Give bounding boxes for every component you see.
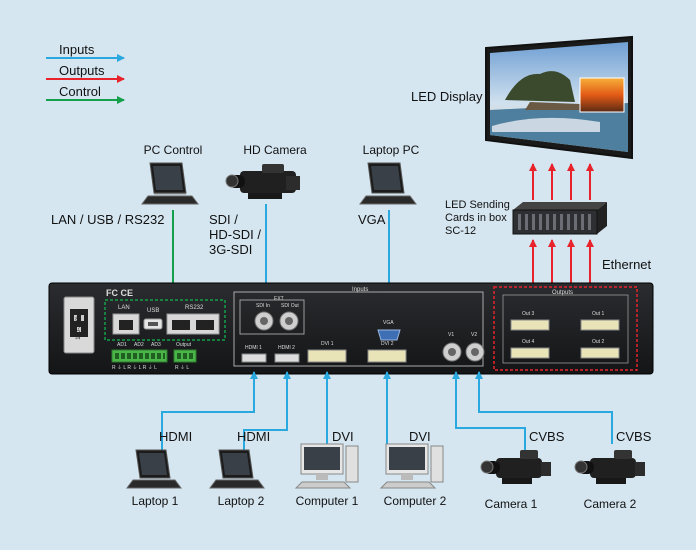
sdi-out-label: SDI Out bbox=[281, 303, 299, 309]
sdi-label-1: SDI / bbox=[209, 212, 238, 227]
hdmi2-connector bbox=[274, 353, 300, 363]
video-processor-panel bbox=[48, 282, 654, 375]
laptop1-icon bbox=[126, 449, 182, 489]
control-ports-box bbox=[104, 299, 226, 341]
legend-inputs-label: Inputs bbox=[59, 42, 95, 57]
laptop2-icon bbox=[209, 449, 265, 489]
laptop2-label: Laptop 2 bbox=[217, 494, 265, 508]
computer1-label: Computer 1 bbox=[295, 494, 359, 508]
vga-label: VGA bbox=[358, 212, 386, 227]
pc-control-label: PC Control bbox=[143, 143, 203, 157]
sdi-in-connector bbox=[254, 311, 274, 331]
ad2-label: AD2 bbox=[134, 342, 144, 348]
rs232-label: RS232 bbox=[185, 305, 204, 311]
camera2-icon bbox=[574, 450, 645, 484]
ethernet-label: Ethernet bbox=[602, 257, 652, 272]
out3-label: Out 3 bbox=[522, 311, 535, 317]
bottom-input-lines bbox=[161, 371, 613, 452]
hdmi1-label: HDMI 1 bbox=[245, 345, 262, 351]
camera1-connection-label: CVBS bbox=[529, 429, 565, 444]
camera2-connection-label: CVBS bbox=[616, 429, 652, 444]
inputs-box-title: Inputs bbox=[352, 287, 369, 293]
ext-label: EXT bbox=[274, 296, 284, 302]
pc-control-laptop-icon bbox=[141, 162, 199, 205]
legend-outputs-label: Outputs bbox=[59, 63, 105, 78]
out4-label: Out 4 bbox=[522, 339, 535, 345]
camera1-icon bbox=[480, 450, 551, 484]
sending-card-line-3: SC-12 bbox=[445, 225, 477, 237]
sdi-label-2: HD-SDI / bbox=[209, 227, 261, 242]
outputs-to-display-arrows bbox=[529, 163, 594, 200]
dvi1-label: DVI 1 bbox=[321, 341, 334, 347]
v2-connector bbox=[465, 342, 485, 362]
led-display bbox=[485, 35, 633, 160]
out1-label: Out 1 bbox=[592, 311, 605, 317]
vga-connector bbox=[377, 329, 401, 341]
v2-label: V2 bbox=[471, 332, 478, 338]
sdi-out-connector bbox=[279, 311, 299, 331]
v1-label: V1 bbox=[448, 332, 455, 338]
out4-connector bbox=[510, 347, 550, 359]
computer1-connection-label: DVI bbox=[332, 429, 354, 444]
legend bbox=[46, 54, 125, 104]
v1-connector bbox=[442, 342, 462, 362]
camera1-label: Camera 1 bbox=[484, 497, 538, 511]
outputs-box-title: Outputs bbox=[552, 290, 574, 296]
hd-camera-icon bbox=[225, 164, 300, 199]
hd-camera-label: HD Camera bbox=[243, 143, 307, 157]
out2-label: Out 2 bbox=[592, 339, 605, 345]
ad3-label: AD3 bbox=[151, 342, 161, 348]
computer2-icon bbox=[379, 443, 444, 489]
out1-connector bbox=[580, 319, 620, 331]
vga-port-label: VGA bbox=[383, 320, 394, 326]
hdmi1-connector bbox=[241, 353, 267, 363]
computer1-icon bbox=[294, 443, 359, 489]
sdi-label-3: 3G-SDI bbox=[209, 242, 253, 257]
hdmi2-label: HDMI 2 bbox=[278, 345, 295, 351]
legend-control-label: Control bbox=[59, 84, 101, 99]
outputs-to-card-arrows bbox=[529, 239, 594, 286]
lan-label: LAN bbox=[118, 305, 130, 311]
camera2-label: Camera 2 bbox=[583, 497, 637, 511]
dvi2-label: DVI 2 bbox=[381, 341, 394, 347]
audio-in-pins-label: R ⏚ L R ⏚ L R ⏚ L bbox=[112, 365, 157, 371]
outputs-box bbox=[493, 286, 638, 371]
laptop-pc-icon bbox=[359, 162, 417, 205]
sending-card-line-1: LED Sending bbox=[445, 199, 510, 211]
sending-card-box bbox=[512, 202, 607, 235]
laptop1-label: Laptop 1 bbox=[131, 494, 179, 508]
power-rating-label: 100-240V~ bbox=[76, 310, 82, 340]
dvi1-connector bbox=[307, 349, 347, 363]
audio-output-label: Output bbox=[176, 342, 192, 348]
computer2-connection-label: DVI bbox=[409, 429, 431, 444]
out3-connector bbox=[510, 319, 550, 331]
laptop1-connection-label: HDMI bbox=[159, 429, 193, 444]
sdi-in-label: SDI In bbox=[256, 303, 270, 309]
dvi2-connector bbox=[367, 349, 407, 363]
laptop-pc-label: Laptop PC bbox=[362, 143, 420, 157]
ad1-label: AD1 bbox=[117, 342, 127, 348]
lan-usb-rs232-label: LAN / USB / RS232 bbox=[51, 212, 165, 227]
sending-card-line-2: Cards in box bbox=[445, 212, 507, 224]
usb-label: USB bbox=[147, 308, 160, 314]
audio-out-pins-label: R ⏚ L bbox=[175, 365, 190, 371]
led-display-label: LED Display bbox=[411, 89, 483, 104]
computer2-label: Computer 2 bbox=[383, 494, 447, 508]
out2-connector bbox=[580, 347, 620, 359]
cert-marks: FC CE bbox=[106, 288, 133, 298]
laptop2-connection-label: HDMI bbox=[237, 429, 271, 444]
inputs-box bbox=[233, 291, 484, 367]
